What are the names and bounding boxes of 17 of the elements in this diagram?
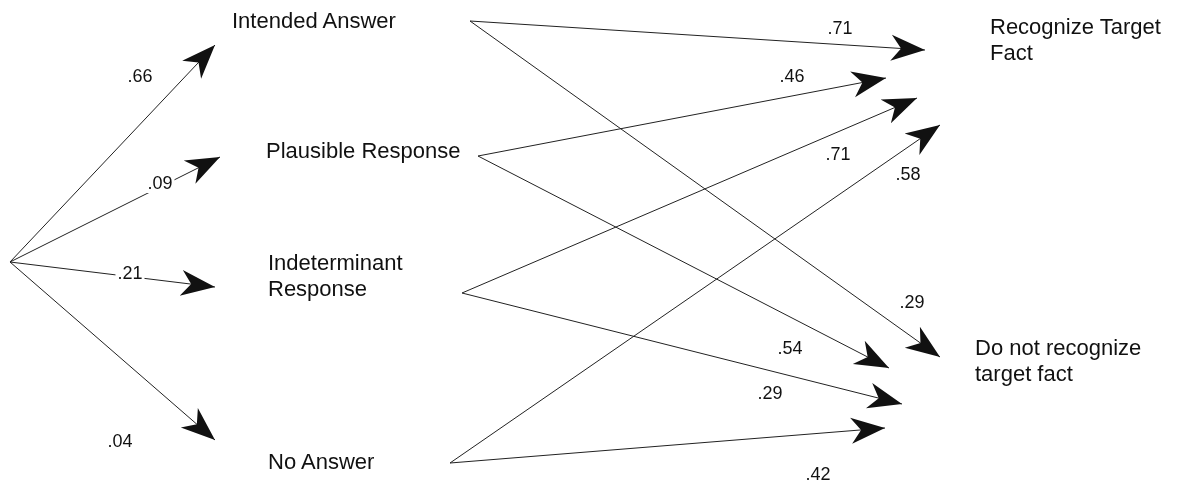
arrow <box>477 155 890 369</box>
node-label: Plausible Response <box>220 138 478 168</box>
node-label: Recognize Target Fact <box>880 14 1170 129</box>
arrow <box>469 20 926 61</box>
arrow <box>9 261 216 441</box>
arrow <box>9 44 216 263</box>
edge-label: .09 <box>145 173 175 193</box>
node-label: Intended Answer <box>215 8 470 48</box>
arrow <box>461 292 903 409</box>
node-label: No Answer <box>215 430 450 475</box>
arrow <box>461 97 918 294</box>
node-label: Do not recognize target fact <box>855 330 1175 430</box>
arrow <box>449 124 941 464</box>
node-label: Indeterminant Response <box>215 250 462 306</box>
arrow <box>477 71 887 157</box>
arrow <box>469 20 941 358</box>
arrow <box>449 417 886 464</box>
